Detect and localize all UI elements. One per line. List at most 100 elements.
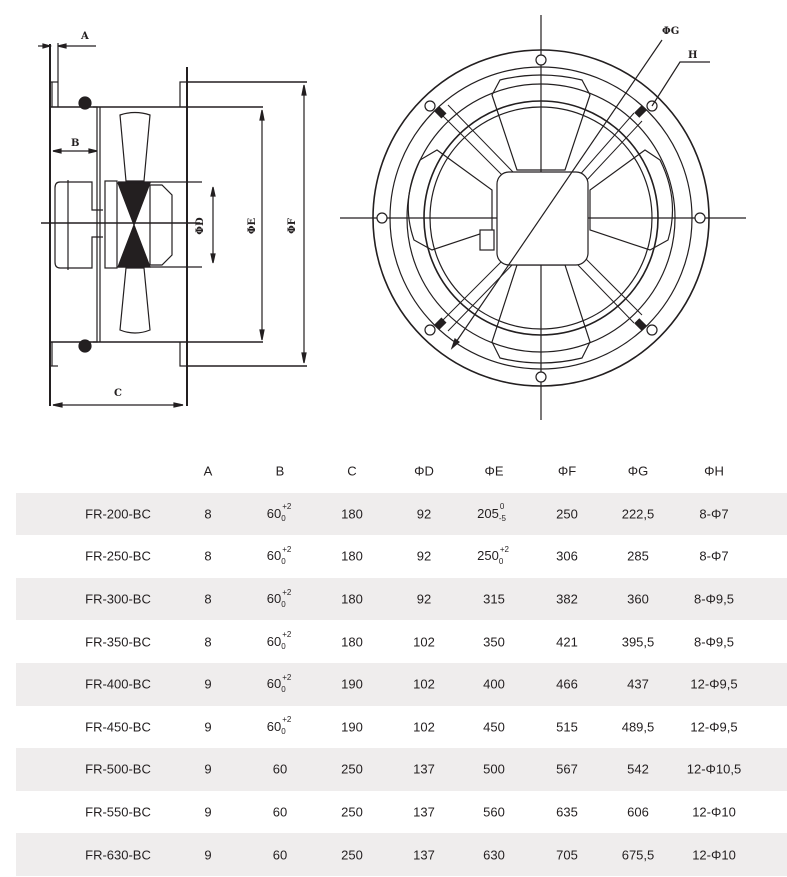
- cell-g: 437: [627, 677, 649, 692]
- cell-value: 180: [341, 548, 363, 564]
- cell-value: 60: [272, 804, 288, 820]
- cell-value: 190: [341, 719, 363, 735]
- cell-g: 606: [627, 805, 649, 820]
- cell-g: 542: [627, 762, 649, 777]
- cell-a: 9: [204, 847, 211, 862]
- cell-value: FR-500-BC: [85, 761, 151, 777]
- cell-value: 8-Φ9,5: [693, 634, 735, 650]
- tolerance-upper: +2: [499, 545, 509, 555]
- cell-d: 92: [417, 549, 431, 564]
- cell-value: FR-250-BC: [85, 548, 151, 564]
- dim-e-label: ΦE: [247, 217, 258, 234]
- cell-value: 635: [556, 804, 578, 820]
- cell-f: 250: [556, 506, 578, 521]
- side-view: [38, 43, 307, 408]
- cell-value: 12-Φ10: [692, 804, 736, 820]
- dim-h-label: H: [688, 50, 697, 61]
- cell-d: 102: [413, 719, 435, 734]
- tolerance-lower: 0: [281, 727, 286, 737]
- tolerance-lower: 0: [281, 599, 286, 609]
- cell-value: 421: [556, 634, 578, 650]
- cell-a: 8: [204, 634, 211, 649]
- cell-c: 250: [341, 847, 363, 862]
- cell-c: 180: [341, 549, 363, 564]
- cell-g: 675,5: [622, 847, 655, 862]
- cell-a: 8: [204, 592, 211, 607]
- cell-value: 8-Φ9,5: [693, 591, 735, 607]
- cell-value: FR-450-BC: [85, 719, 151, 735]
- cell-f: 635: [556, 805, 578, 820]
- cell-value: 222,5: [621, 506, 655, 522]
- cell-h: 8-Φ9,5: [694, 592, 734, 607]
- cell-b: 60: [273, 762, 287, 777]
- cell-value: 60: [266, 591, 282, 607]
- front-view: [340, 15, 746, 420]
- cell-value: FR-350-BC: [85, 634, 151, 650]
- cell-value: 60: [266, 506, 282, 522]
- cell-g: 222,5: [622, 506, 655, 521]
- cell-d: 92: [417, 592, 431, 607]
- cell-value: 180: [341, 506, 363, 522]
- cell-value: 12-Φ10,5: [686, 761, 742, 777]
- column-header: B: [275, 463, 285, 479]
- cell-a: 9: [204, 805, 211, 820]
- cell-value: 102: [413, 719, 435, 735]
- tolerance-upper: +2: [282, 587, 292, 597]
- cell-value: 60: [272, 761, 288, 777]
- cell-f: 382: [556, 592, 578, 607]
- tolerance-lower: 0: [281, 514, 286, 524]
- cell-f: 705: [556, 847, 578, 862]
- cell-c: 250: [341, 762, 363, 777]
- cell-value: 250: [341, 761, 363, 777]
- cell-value: 360: [627, 591, 649, 607]
- cell-value: 382: [556, 591, 578, 607]
- technical-drawing: A B C ΦD ΦE ΦF: [38, 15, 746, 420]
- cell-model: FR-500-BC: [85, 762, 151, 777]
- cell-value: 9: [204, 761, 212, 777]
- cell-value: 395,5: [621, 634, 655, 650]
- cell-f: 421: [556, 634, 578, 649]
- cell-model: FR-450-BC: [85, 719, 151, 734]
- cell-b: 60: [273, 847, 287, 862]
- cell-value: 437: [627, 676, 649, 692]
- cell-a: 8: [204, 549, 211, 564]
- dim-c-label: C: [114, 388, 122, 399]
- cell-value: 9: [204, 719, 212, 735]
- cell-value: 92: [416, 506, 432, 522]
- cell-value: 350: [483, 634, 505, 650]
- cell-value: 92: [416, 548, 432, 564]
- cell-value: 250: [341, 804, 363, 820]
- cell-g: 489,5: [622, 719, 655, 734]
- tolerance-upper: +2: [282, 673, 292, 683]
- column-header: ΦF: [557, 463, 577, 479]
- cell-c: 180: [341, 592, 363, 607]
- dim-f-label: ΦF: [287, 218, 298, 234]
- cell-value: 9: [204, 847, 212, 863]
- cell-value: 8: [204, 548, 212, 564]
- cell-h: 12-Φ10: [692, 847, 736, 862]
- tolerance-lower: 0: [498, 557, 504, 567]
- cell-value: 137: [413, 847, 435, 863]
- cell-value: 137: [413, 761, 435, 777]
- cell-e: 400: [483, 677, 505, 692]
- cell-value: 180: [341, 634, 363, 650]
- cell-d: 137: [413, 805, 435, 820]
- cell-value: 306: [556, 548, 578, 564]
- cell-value: 450: [483, 719, 505, 735]
- cell-e: 350: [483, 634, 505, 649]
- cell-f: 306: [556, 549, 578, 564]
- cell-value: 8-Φ7: [699, 548, 729, 564]
- cell-f: 515: [556, 719, 578, 734]
